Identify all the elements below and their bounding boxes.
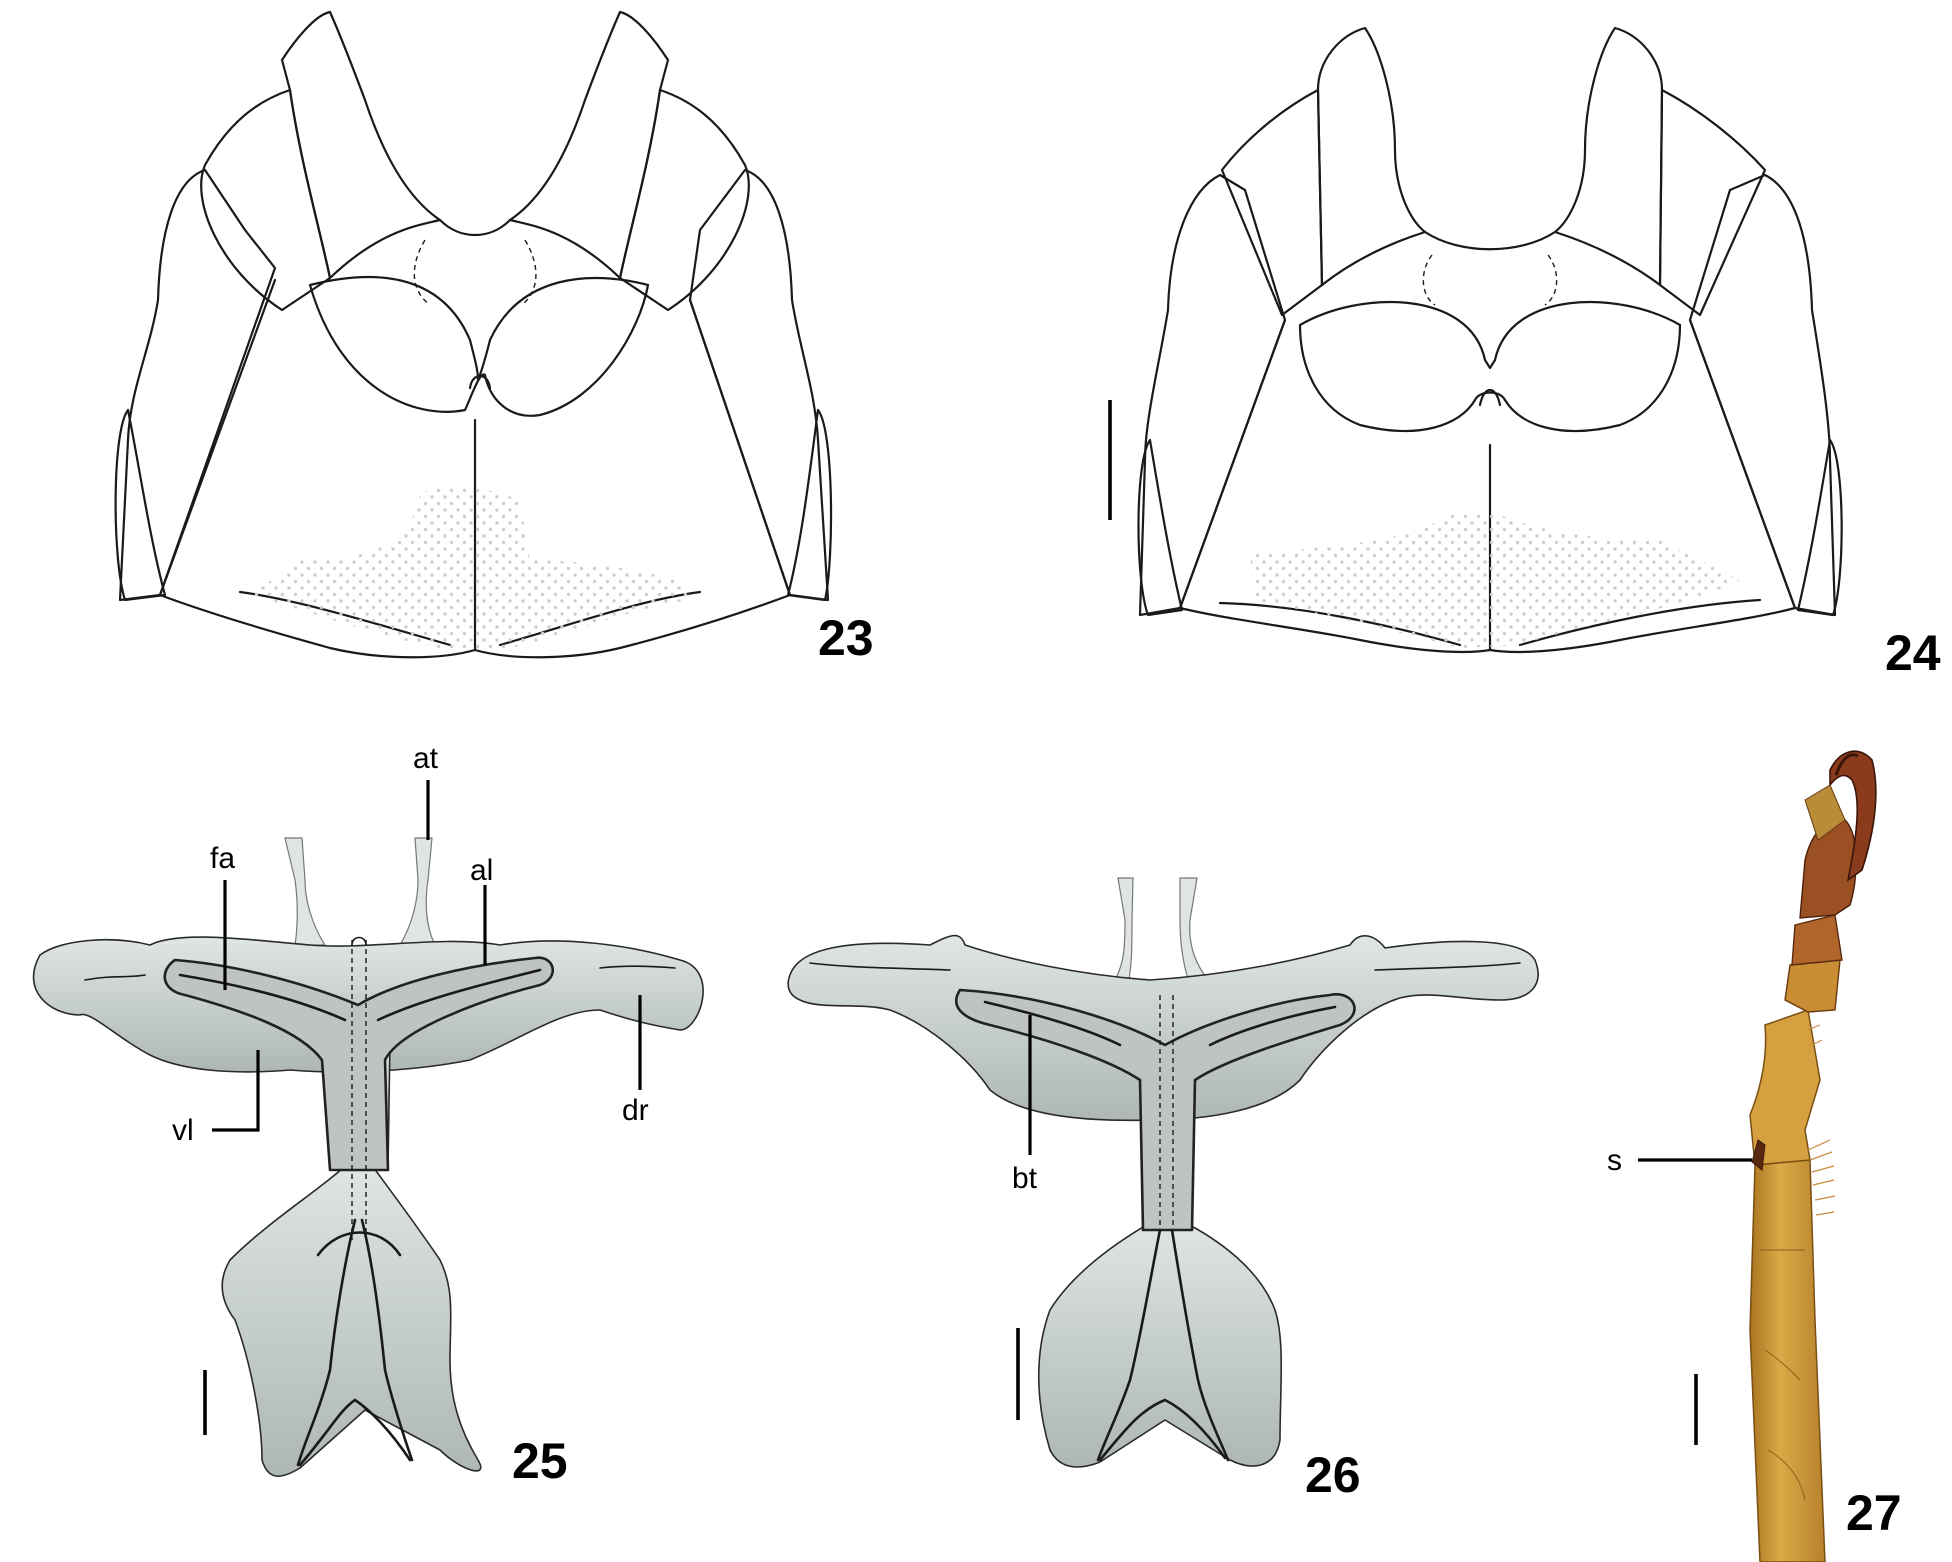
fig25-wing-line-right (599, 965, 676, 969)
figure-number-26: 26 (1305, 1447, 1361, 1503)
fig25-label-at: at (413, 742, 439, 775)
figure-27-leg-photo: s 27 (1607, 750, 1902, 1562)
fig27-femur (1749, 1009, 1821, 1166)
fig23-right-outer-flange (786, 408, 833, 602)
figure-24-thorax-ventral: 24 (1108, 26, 1941, 681)
fig25-y-ridge (163, 956, 555, 1172)
fig27-tarsomere-2 (1791, 914, 1843, 966)
fig25-label-al: al (470, 854, 493, 887)
fig27-tarsomere-3 (1799, 818, 1857, 919)
figure-25-sclerite: at fa al vl dr 25 (32, 742, 704, 1489)
fig25-plate-arc (316, 1231, 402, 1257)
fig25-label-fa: fa (210, 842, 235, 875)
fig27-claw (1829, 750, 1877, 882)
fig26-plate-ridge-right (1170, 1228, 1230, 1462)
fig26-ridge-inner-left (983, 1000, 1122, 1047)
fig25-wing-line-left (84, 974, 146, 981)
fig26-wing-line-right (1374, 962, 1521, 971)
fig27-bristle-fringe (1807, 1024, 1836, 1216)
fig24-central-notch (1423, 230, 1557, 251)
fig26-ridge-inner-right (1208, 1005, 1337, 1047)
figure-26-sclerite: bt 26 (787, 877, 1539, 1503)
fig23-right-coxa (618, 88, 750, 312)
fig25-lower-plate (221, 1159, 482, 1477)
fig26-plate-ridge-left (1096, 1228, 1162, 1462)
fig26-tendon-left (1110, 877, 1134, 986)
fig24-right-coxa (1658, 88, 1767, 317)
fig25-leader-vl (212, 1050, 260, 1132)
fig26-tendon-right (1179, 877, 1214, 986)
fig23-left-lateral-lobe (118, 168, 277, 602)
fig27-tarsomere-1 (1784, 959, 1841, 1013)
fig24-right-lateral-lobe (1688, 173, 1837, 617)
fig23-left-coxa (200, 88, 332, 312)
figure-number-27: 27 (1846, 1485, 1902, 1541)
fig24-left-outer-flange (1137, 438, 1184, 617)
fig23-plate-tip (468, 374, 492, 390)
fig27-tibia (1749, 1159, 1826, 1562)
figure-number-23: 23 (818, 610, 874, 666)
fig26-label-bt: bt (1012, 1162, 1038, 1195)
fig24-transverse-line-right (1518, 598, 1762, 647)
fig26-y-ridge (955, 988, 1356, 1232)
fig25-plate-notch (298, 1398, 412, 1467)
fig27-spur (1751, 1139, 1766, 1171)
fig25-tendon-right (398, 837, 436, 946)
fig23-bilobed-plate (308, 275, 650, 417)
fig23-left-arm (280, 10, 442, 280)
fig27-label-s: s (1607, 1144, 1622, 1177)
fig24-right-arm (1553, 26, 1664, 287)
fig26-lower-plate (1038, 1219, 1283, 1468)
fig23-right-arm (508, 10, 670, 280)
fig24-dashed-line-left (1422, 254, 1436, 306)
figure-number-25: 25 (512, 1433, 568, 1489)
fig27-tibia-texture (1760, 1249, 1806, 1501)
fig25-plate-ridge-right (360, 1218, 414, 1462)
fig23-central-notch (438, 218, 512, 237)
fig24-dashed-line-right (1544, 254, 1558, 306)
fig24-plate-tip (1478, 388, 1502, 407)
fig25-plate-ridge-left (296, 1218, 357, 1467)
fig26-transverse-body (787, 934, 1539, 1122)
fig27-pad (1804, 784, 1846, 841)
fig24-bilobed-plate (1298, 300, 1682, 433)
fig25-tendon-left (284, 837, 327, 946)
fig25-label-dr: dr (622, 1094, 649, 1127)
fig25-ridge-inner-left (178, 973, 347, 1022)
fig24-right-outer-flange (1796, 438, 1843, 617)
fig27-claw-tip (1834, 753, 1859, 776)
fig23-dashed-line-right (521, 239, 537, 306)
fig26-wing-line-left (809, 962, 951, 971)
figure-23-thorax-ventral: 23 (114, 10, 874, 666)
fig23-right-lateral-lobe (688, 168, 830, 602)
figure-number-24: 24 (1885, 625, 1941, 681)
fig25-label-vl: vl (172, 1114, 194, 1147)
fig23-dashed-line-left (413, 239, 431, 306)
fig25-ridge-inner-right (376, 968, 542, 1022)
fig24-stipple-area (1250, 515, 1740, 648)
fig23-left-outer-flange (114, 408, 167, 602)
fig23-stipple-area (250, 485, 690, 650)
fig24-left-arm (1316, 26, 1427, 287)
fig26-plate-notch (1098, 1398, 1227, 1462)
fig24-left-lateral-lobe (1138, 173, 1287, 617)
fig25-canal-cap (351, 936, 367, 946)
